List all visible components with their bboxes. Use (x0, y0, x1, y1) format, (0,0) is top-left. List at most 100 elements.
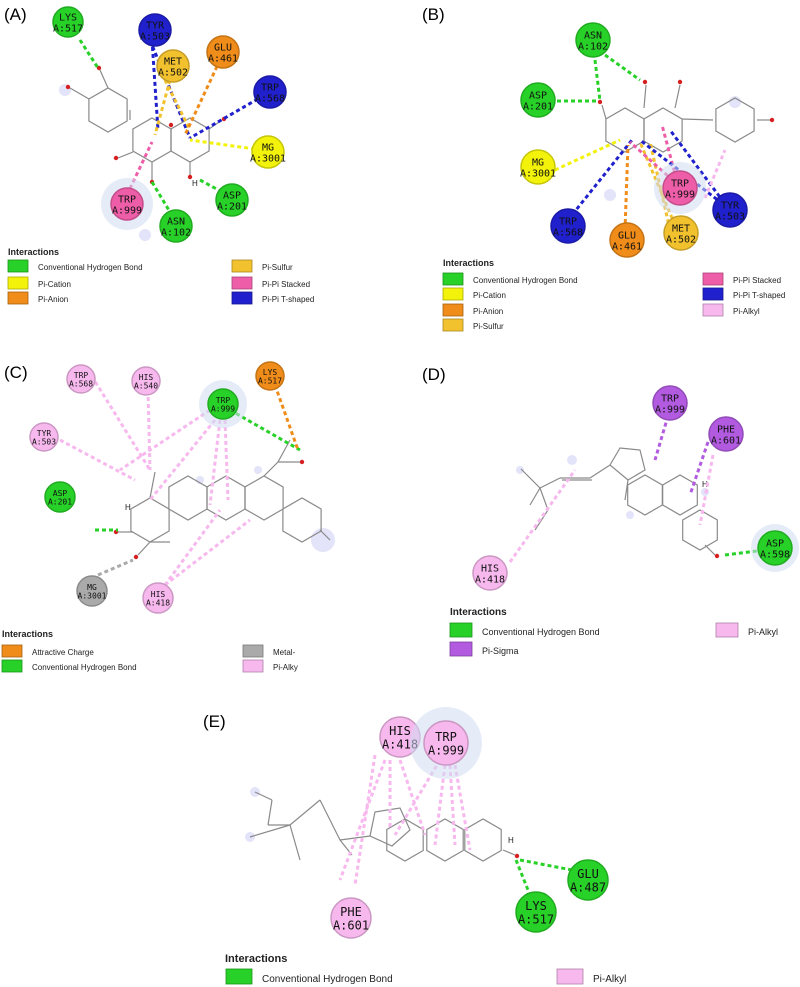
ligand-bond (117, 151, 134, 159)
ligand-bond (130, 497, 170, 543)
interaction-line (353, 754, 377, 886)
ligand-bond (386, 818, 424, 862)
residue-circle (712, 192, 748, 228)
residue-chain: A:999 (665, 190, 695, 201)
ligand-atom (714, 553, 720, 559)
legend-label: Pi-Sigma (482, 646, 519, 656)
legend-item: Pi-Alkyl (556, 968, 626, 985)
solvent-halo (311, 528, 335, 552)
residue-circle (253, 75, 287, 109)
legend-swatch (242, 644, 264, 658)
residue-chain: A:102 (578, 42, 608, 53)
residue-name: ASP (529, 91, 547, 102)
residue-circle (255, 361, 285, 391)
legend-label: Pi-Cation (473, 291, 506, 300)
residue-circle (575, 22, 611, 58)
solvent-halo (254, 466, 262, 474)
legend-swatch (242, 659, 264, 673)
residue-circle (131, 366, 161, 396)
residue-circle (520, 149, 556, 185)
residue-name: TRP (559, 217, 577, 228)
legend-item: Pi-Pi T-shaped (231, 291, 314, 305)
interaction-line (398, 759, 427, 836)
ligand-bond (267, 799, 273, 826)
residue-name: PHE (717, 425, 735, 436)
ligand-atom (65, 84, 71, 90)
interaction-line (189, 138, 263, 152)
panel-tag: (B) (422, 5, 445, 24)
residue-name: TRP (671, 179, 689, 190)
interaction-line (164, 518, 251, 587)
residue-circle (206, 35, 240, 69)
residue-circle (330, 897, 372, 939)
residue-circle (76, 575, 108, 607)
legend-label: Pi-Pi T-shaped (733, 291, 785, 300)
ligand-bond (715, 97, 755, 143)
ligand-atom (113, 155, 119, 161)
residue-name: ASP (766, 539, 784, 550)
legend-swatch (225, 968, 253, 985)
legend-label: Pi-Alkyl (593, 974, 626, 985)
residue-name: HIS (481, 564, 499, 575)
legend-swatch (442, 272, 464, 286)
legend-item: Pi-Cation (442, 287, 506, 301)
ligand-bond (137, 541, 151, 556)
legend-item: Pi-Pi Stacked (231, 276, 310, 290)
residue-chain: A:503 (140, 32, 170, 43)
legend-swatch (442, 318, 464, 332)
interaction-line (519, 858, 573, 872)
residue-chain: A:418 (475, 575, 505, 586)
ligand-atom (168, 122, 174, 128)
residue-chain: A:461 (208, 54, 238, 65)
ligand-bond (624, 479, 629, 501)
residue-circle (567, 859, 609, 901)
ligand-atom (96, 65, 102, 71)
solvent-halo (626, 511, 634, 519)
residue-name: PHE (340, 905, 362, 919)
interaction-line (623, 144, 630, 231)
residue-circle (520, 82, 556, 118)
legend-label: Conventional Hydrogen Bond (473, 276, 578, 285)
legend-swatch (1, 644, 23, 658)
interaction-line (59, 438, 136, 482)
residue-name: MET (672, 224, 690, 235)
interaction-line (119, 408, 211, 472)
residue-name: TYR (721, 201, 740, 212)
interaction-line (273, 384, 300, 451)
ligand-bond (464, 818, 502, 862)
legend-swatch (449, 622, 473, 638)
residue-circle (66, 364, 96, 394)
ligand-bond (674, 84, 681, 109)
residue-circle (708, 416, 744, 452)
interaction-line (148, 419, 217, 501)
legend-item: Pi-Alkyl (702, 303, 760, 317)
interaction-line (593, 59, 602, 102)
legend-label: Pi-Anion (473, 307, 503, 316)
legend-label: Pi-Pi Stacked (733, 276, 781, 285)
residue-chain: A:568 (553, 228, 583, 239)
interaction-line (153, 79, 172, 136)
legend-swatch (442, 303, 464, 317)
legend-label: Pi-Cation (38, 280, 71, 289)
legend-item: Pi-Pi Stacked (702, 272, 781, 286)
legend-title: Interactions (450, 607, 507, 618)
panel-tags: (A)(B)(C)(D)(E) (4, 5, 446, 731)
panel-tag: (C) (4, 363, 28, 382)
hydrogen-label: H (508, 836, 514, 845)
residue-chain: A:503 (32, 438, 56, 447)
